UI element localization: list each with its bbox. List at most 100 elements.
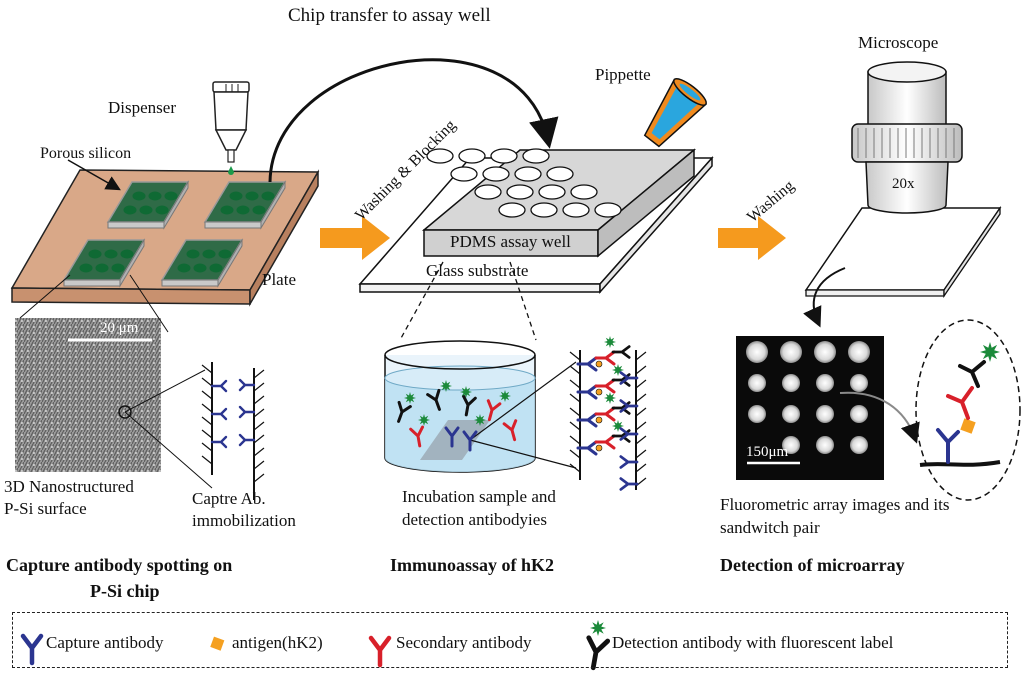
spot	[252, 205, 266, 215]
spot	[148, 191, 162, 201]
captre-label-1: Captre Ab.	[192, 489, 266, 508]
spot	[88, 249, 102, 259]
well	[450, 166, 478, 182]
pipette	[643, 78, 707, 148]
spot	[104, 249, 118, 259]
legend-capture-label: Capture antibody	[46, 633, 164, 652]
microscope-stage	[804, 205, 1002, 299]
fluorescence-spot	[816, 436, 834, 454]
incubation-label-1: Incubation sample and	[402, 487, 556, 506]
antibody-icon	[502, 419, 518, 442]
microscope-label: Microscope	[858, 33, 939, 52]
spot	[177, 263, 191, 273]
chip-transfer-label: Chip transfer to assay well	[288, 5, 491, 26]
well	[562, 202, 590, 218]
legend	[12, 612, 1008, 668]
well	[514, 166, 542, 182]
incubation-beaker	[384, 340, 577, 473]
spot	[79, 263, 93, 273]
spot	[120, 249, 134, 259]
sandwich-pair-ellipse	[915, 319, 1021, 501]
secondary-antibody-icon	[594, 434, 616, 450]
well	[474, 184, 502, 200]
incubation-label-2: detection antibodyies	[402, 510, 547, 529]
pore-sandwich-complexes	[576, 336, 639, 491]
pdms-well-label: PDMS assay well	[450, 232, 571, 251]
fluorescence-spot	[746, 341, 768, 363]
detection-arrow	[803, 267, 846, 328]
objective-label: 20x	[892, 176, 915, 192]
well	[522, 148, 550, 164]
fluorescent-label-icon	[474, 414, 486, 426]
captre-label-2: immobilization	[192, 511, 296, 530]
fluorescent-label-icon	[980, 342, 1000, 362]
spot	[164, 191, 178, 201]
capture-antibody-icon	[619, 399, 639, 413]
spot	[209, 263, 223, 273]
capture-antibody-icon	[576, 356, 598, 372]
spot	[123, 205, 137, 215]
sem-image	[15, 318, 161, 472]
antibody-icon	[461, 394, 477, 417]
capture-antibody-icon	[619, 371, 639, 385]
fluorescence-spots	[746, 341, 870, 454]
capture-antibody-icon	[619, 455, 639, 469]
antibody-icon	[397, 400, 412, 423]
antigen-icon	[595, 444, 603, 452]
spot	[155, 205, 169, 215]
well	[546, 166, 574, 182]
secondary-antibody-icon	[594, 406, 616, 422]
antibody-icon	[426, 388, 441, 411]
well	[506, 184, 534, 200]
fluorescence-spot	[748, 405, 766, 423]
detection-antibody-icon	[611, 345, 631, 359]
spot	[261, 191, 275, 201]
fluorescence-spot	[848, 341, 870, 363]
spot	[220, 205, 234, 215]
capture-antibody-icon	[576, 440, 598, 456]
fluorescence-spot	[782, 405, 800, 423]
secondary-antibody-icon	[594, 378, 616, 394]
well	[530, 202, 558, 218]
fluorescence-spot	[850, 436, 868, 454]
beaker-molecules	[397, 380, 518, 452]
fluorescence-spot	[748, 374, 766, 392]
pippette-label: Pippette	[595, 65, 651, 84]
capture-antibody-icon	[576, 384, 598, 400]
antigen-icon	[210, 636, 225, 651]
well	[458, 148, 486, 164]
fluorometric-label-2: sandwitch pair	[720, 518, 820, 537]
psi-chip	[160, 238, 244, 288]
antigen-icon	[595, 416, 603, 424]
pore-walls-assay	[569, 350, 647, 490]
capture-antibody-icon	[619, 427, 639, 441]
fluorescence-spot	[816, 374, 834, 392]
spot	[132, 191, 146, 201]
psi-chips	[62, 180, 287, 288]
step1-title-1: Capture antibody spotting on	[6, 555, 233, 575]
well	[426, 148, 454, 164]
array-scale-label: 150μm	[746, 444, 789, 460]
spot	[218, 249, 232, 259]
spot	[111, 263, 125, 273]
antigen-icon	[595, 360, 603, 368]
fluorescent-label-icon	[418, 414, 430, 426]
nano-surface-label-1: 3D Nanostructured	[4, 477, 134, 496]
sandwich-pair	[919, 342, 1001, 467]
capture-antibody-icon	[576, 412, 598, 428]
fluorescent-label-icon	[590, 620, 606, 636]
spot	[139, 205, 153, 215]
antibody-icon	[409, 425, 425, 448]
spot	[229, 191, 243, 201]
fluorescence-spot	[814, 341, 836, 363]
fluorescent-label-icon	[604, 392, 616, 404]
fluorescence-spot	[816, 405, 834, 423]
well	[570, 184, 598, 200]
detection-antibody-icon	[586, 635, 611, 671]
nano-surface-label-2: P-Si surface	[4, 499, 87, 518]
dispenser-label: Dispenser	[108, 98, 176, 117]
step1-title-2: P-Si chip	[90, 581, 160, 601]
pore-walls	[201, 362, 265, 500]
